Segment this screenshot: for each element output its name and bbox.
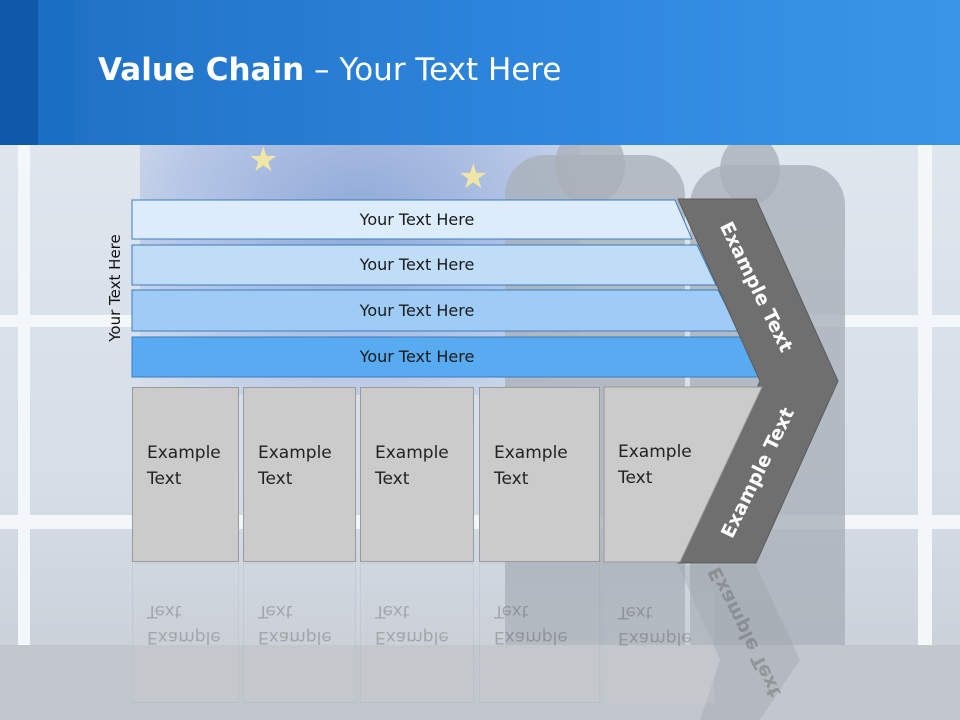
row-4-label: Your Text Here [359, 347, 475, 366]
title-rest: – Your Text Here [304, 52, 562, 88]
star-icon: ★ [458, 157, 489, 197]
row-2-label: Your Text Here [359, 255, 475, 274]
chevron-reflection [678, 565, 800, 720]
row-shape-1 [131, 199, 693, 240]
window-frame [18, 145, 30, 645]
row-shape-2 [131, 244, 717, 286]
header-bar: Value Chain – Your Text Here [0, 0, 960, 145]
person-head [720, 135, 780, 205]
header-accent [0, 0, 38, 145]
slide-title: Value Chain – Your Text Here [98, 52, 561, 88]
title-bold: Value Chain [98, 52, 305, 88]
window-frame [918, 145, 932, 645]
star-icon: ★ [248, 140, 279, 180]
floor [0, 645, 960, 720]
row-3-label: Your Text Here [359, 301, 475, 320]
row-1-label: Your Text Here [359, 210, 475, 229]
chevron-arrow [677, 198, 839, 564]
box-shape-5 [603, 386, 763, 563]
header-accent [38, 0, 74, 145]
